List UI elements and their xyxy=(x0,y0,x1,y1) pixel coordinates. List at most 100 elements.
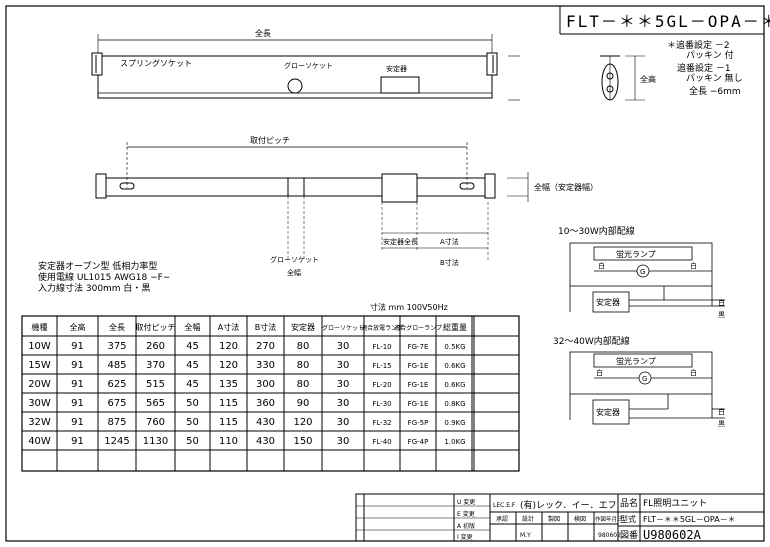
table-cell: 515 xyxy=(146,379,165,390)
white-wire-label: 白 xyxy=(690,261,697,270)
height-label: 全高 xyxy=(640,74,656,84)
table-cell: 330 xyxy=(256,360,275,371)
wiring-diagram-2: 32～40W内部配線 蛍光ランプ G 安定器 白 白 白 黒 xyxy=(553,335,725,428)
table-cell: 260 xyxy=(146,341,165,352)
table-cell: FL-32 xyxy=(372,419,391,427)
model-value: FLT－＊＊5GL－OPA－＊ xyxy=(643,515,736,524)
table-cell: 1.0KG xyxy=(444,438,465,446)
glow-socket-label: グローソケット xyxy=(270,255,319,264)
spec-table xyxy=(21,315,520,472)
table-header-cell: 全長 xyxy=(109,322,125,332)
option-note: パッキン 付 xyxy=(677,50,734,61)
table-cell: 80 xyxy=(297,379,310,390)
glow-label: G xyxy=(642,375,647,383)
ballast-label: 安定器 xyxy=(386,64,407,73)
table-cell: FG-4P xyxy=(408,438,429,446)
table-header-cell: A寸法 xyxy=(218,322,239,332)
table-header-cell: 全高 xyxy=(70,322,86,332)
table-cell: 32W xyxy=(28,417,51,428)
white-wire-label: 白 xyxy=(718,407,725,416)
signoff-label: 製図 xyxy=(548,515,560,523)
table-header-cell: 安定器 xyxy=(291,322,315,332)
name-label: 品名 xyxy=(620,497,638,509)
ballast-label: 安定器 xyxy=(596,407,620,417)
table-cell: 80 xyxy=(297,360,310,371)
signoff-label: 承認 xyxy=(496,515,508,523)
mid-view xyxy=(95,142,529,262)
units-note: 寸法 mm 100V50Hz xyxy=(370,302,448,312)
table-header-cell: 全幅 xyxy=(185,322,201,332)
table-cell: FG-7E xyxy=(408,343,429,351)
table-cell: 40W xyxy=(28,436,51,447)
lamp-label: 蛍光ランプ xyxy=(616,356,656,366)
table-cell: 135 xyxy=(219,379,238,390)
table-cell: 91 xyxy=(71,341,84,352)
table-cell: FL-30 xyxy=(372,400,391,408)
table-cell: 370 xyxy=(146,360,165,371)
table-cell: 20W xyxy=(28,379,51,390)
model-code: FLT－＊＊5GL－OPA－＊ xyxy=(566,12,770,31)
table-cell: 30 xyxy=(337,436,350,447)
table-cell: 120 xyxy=(219,360,238,371)
table-cell: FG-1E xyxy=(408,362,429,370)
glow-socket-symbol xyxy=(287,78,303,94)
ballast-symbol xyxy=(380,76,420,94)
spec-note: 使用電線 UL1015 AWG18 −F− xyxy=(38,271,170,283)
option-note: 追番設定 －1 xyxy=(677,62,731,74)
option-note: パッキン 無し xyxy=(677,72,743,84)
table-cell: 120 xyxy=(293,417,312,428)
table-cell: 91 xyxy=(71,417,84,428)
table-cell: 30 xyxy=(337,379,350,390)
table-cell: 360 xyxy=(256,398,275,409)
table-cell: 565 xyxy=(146,398,165,409)
table-cell: 15W xyxy=(28,360,51,371)
designer-initials: M.Y xyxy=(520,532,531,539)
white-wire-label: 白 xyxy=(718,298,725,307)
table-cell: 625 xyxy=(107,379,126,390)
table-cell: 270 xyxy=(256,341,275,352)
signoff-label: 設計 xyxy=(522,515,534,523)
table-cell: 110 xyxy=(219,436,238,447)
table-cell: 50 xyxy=(186,436,199,447)
black-wire-label: 黒 xyxy=(718,420,725,428)
table-header-cell: 機種 xyxy=(32,322,48,332)
table-cell: 485 xyxy=(107,360,126,371)
table-cell: 91 xyxy=(71,379,84,390)
table-cell: FL-10 xyxy=(372,343,391,351)
revision-entry: U 変更 xyxy=(457,498,475,506)
table-header-cell: B寸法 xyxy=(255,322,277,332)
ballast-length-label: 安定器全長 xyxy=(383,237,418,246)
table-cell: 1245 xyxy=(104,436,129,447)
title-block xyxy=(355,493,765,542)
ballast-label: 安定器 xyxy=(596,297,620,307)
table-cell: 430 xyxy=(256,436,275,447)
table-cell: 30 xyxy=(337,398,350,409)
white-wire-label: 白 xyxy=(596,368,603,377)
glow-socket-label: グローソケット xyxy=(284,61,333,70)
signoff-label: 検図 xyxy=(574,515,586,523)
table-cell: 0.6KG xyxy=(444,381,465,389)
table-header-cell: 総重量 xyxy=(443,322,467,332)
table-cell: 30 xyxy=(337,341,350,352)
spec-note: 安定器オープン型 低相力率型 xyxy=(38,260,157,272)
company-name: (有)レック．イー．エフ xyxy=(520,499,617,511)
table-cell: 45 xyxy=(186,379,199,390)
black-wire-label: 黒 xyxy=(718,311,725,319)
revision-entry: I 変更 xyxy=(457,533,473,541)
revision-entry: A 初版 xyxy=(457,522,475,530)
option-note: 全長 −6mm xyxy=(689,85,741,97)
table-cell: FG-1E xyxy=(408,400,429,408)
table-cell: FL-40 xyxy=(372,438,391,446)
table-cell: 1130 xyxy=(143,436,168,447)
wiring-title: 32～40W内部配線 xyxy=(553,335,630,347)
table-cell: FG-1E xyxy=(408,381,429,389)
drawing-number: U980602A xyxy=(643,528,702,542)
model-label: 型式 xyxy=(620,514,636,524)
table-cell: 430 xyxy=(256,417,275,428)
signoff-label: 作図年月日 xyxy=(595,515,623,523)
company-logo: LEC.E.F xyxy=(493,502,516,509)
table-cell: 0.6KG xyxy=(444,362,465,370)
table-cell: 91 xyxy=(71,436,84,447)
